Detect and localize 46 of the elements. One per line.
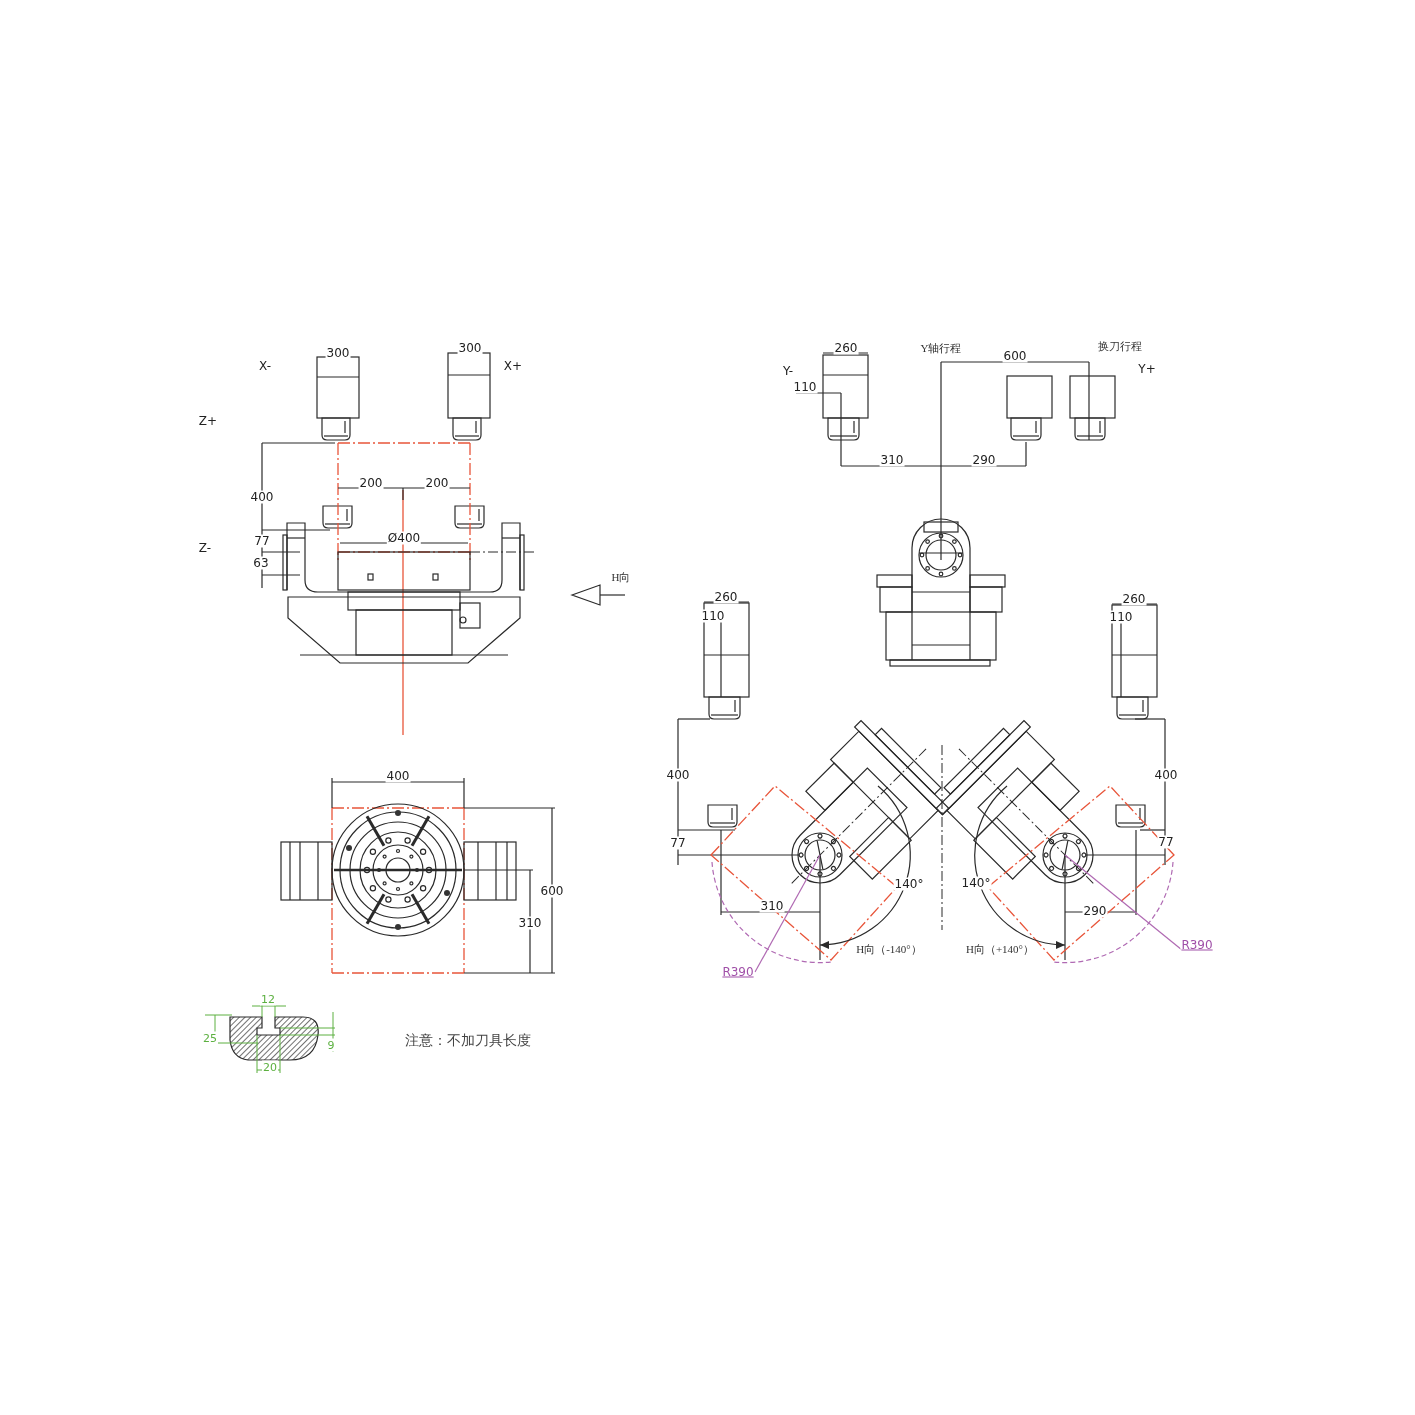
dimension-label: 9: [326, 1038, 336, 1052]
radius-label: R390: [1180, 938, 1214, 952]
dimension-label: 110: [700, 609, 726, 623]
dimension-label: 20: [262, 1060, 278, 1074]
dimension-label: 300: [457, 341, 483, 355]
dimension-label: 77: [669, 836, 687, 850]
dimension-label: 310: [759, 899, 785, 913]
angle-label: 140°: [893, 877, 925, 891]
travel-label: Y轴行程: [919, 341, 963, 355]
dimension-label: 110: [792, 380, 818, 394]
dimension-label: 600: [1002, 349, 1028, 363]
dimension-label: 77: [1157, 835, 1175, 849]
dimension-label: 290: [1082, 904, 1108, 918]
dimension-label: 310: [879, 453, 905, 467]
angle-label: 140°: [960, 876, 992, 890]
axis-label: Y+: [1137, 362, 1157, 376]
dimension-label: 290: [971, 453, 997, 467]
leader-line: [754, 854, 821, 973]
dimension-label: 63: [252, 556, 270, 570]
dimension-label: 600: [539, 884, 565, 898]
axis-label: Z-: [197, 541, 213, 555]
dimension-label: 260: [713, 590, 739, 604]
dimension-label: 400: [385, 769, 411, 783]
travel-label: 换刀行程: [1097, 339, 1143, 353]
axis-label: Y-: [781, 364, 795, 378]
radius-label: R390: [721, 965, 755, 979]
axis-label: Z+: [197, 414, 219, 428]
note-text: 注意：不加刀具长度: [404, 1033, 532, 1047]
dimension-label: Ø400: [386, 531, 422, 545]
dimension-label: 260: [1121, 592, 1147, 606]
dimension-label: 77: [253, 534, 271, 548]
dimension-label: 260: [833, 341, 859, 355]
dimension-label: 200: [358, 476, 384, 490]
dimension-label: 110: [1108, 610, 1134, 624]
leader-line: [1064, 854, 1183, 951]
dimension-label: 12: [260, 992, 276, 1006]
axis-label: X+: [502, 359, 524, 373]
dimension-label: 25: [202, 1031, 218, 1045]
axis-label: X-: [258, 359, 272, 373]
dimension-label: 400: [665, 768, 691, 782]
dimension-label: 400: [249, 490, 275, 504]
dimension-label: 300: [325, 346, 351, 360]
dimension-label: 400: [1153, 768, 1179, 782]
dimension-label: 200: [424, 476, 450, 490]
view-label: H向: [610, 570, 632, 584]
dimension-label: 310: [517, 916, 543, 930]
